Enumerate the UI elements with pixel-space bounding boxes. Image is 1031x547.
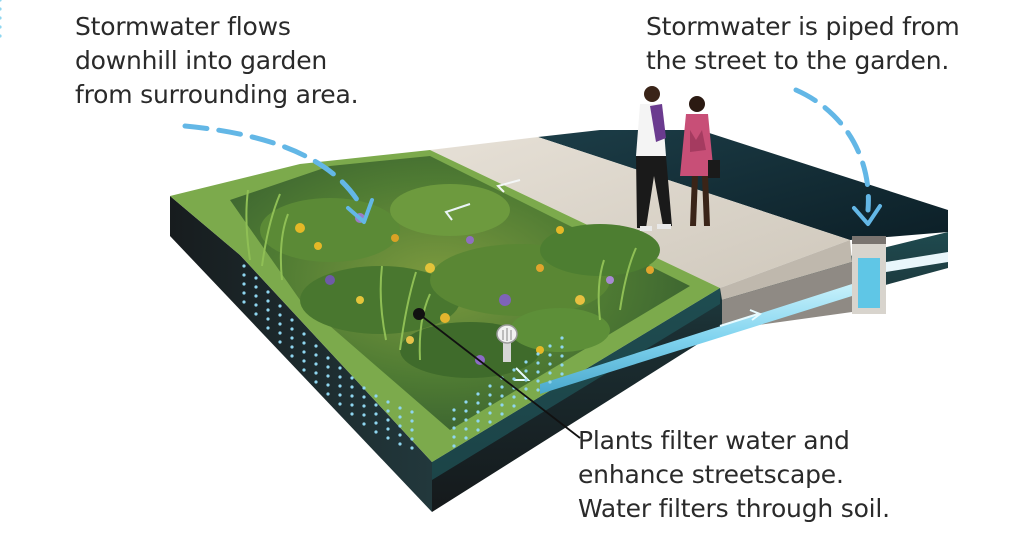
piped-flow-arrow-icon (793, 87, 871, 213)
surface-flow-arrow-icon (182, 123, 365, 211)
pipe-flow-arrow (719, 313, 759, 327)
piped-flow-caption-line: Stormwater is piped from (646, 12, 960, 41)
pedestrian-woman (680, 96, 720, 226)
filled-circle-icon (413, 308, 425, 320)
pedestrian-man (636, 86, 672, 231)
infiltration-dots (0, 0, 564, 450)
pipe-outlet-arrow (514, 367, 531, 381)
curb-front (722, 262, 852, 330)
curb (720, 240, 852, 300)
soil-left-face (170, 196, 432, 512)
filter-leader-line (418, 313, 581, 439)
grass-blades (245, 189, 637, 361)
soil-teal-band (432, 288, 720, 480)
surface-flow-caption-line: from surrounding area. (75, 80, 359, 109)
overflow-drain (496, 324, 518, 362)
plant-clusters (260, 184, 660, 378)
piped-flow-arrowhead (852, 204, 882, 226)
piped-flow-caption-line: the street to the garden. (646, 46, 950, 75)
underground-pipe (540, 284, 852, 394)
filtering-caption-line: Plants filter water and (578, 426, 850, 455)
piped-flow-caption: Stormwater is piped from the street to t… (646, 10, 960, 78)
flowers (295, 213, 654, 365)
filtering-caption-line: Water filters through soil. (578, 494, 890, 523)
pipe-flow-arrowhead (749, 309, 763, 321)
street-inlet (852, 236, 948, 314)
surface-flow-caption: Stormwater flows downhill into garden fr… (75, 10, 359, 112)
walk-runoff-arrow (496, 179, 521, 193)
filtering-caption-line: enhance streetscape. (578, 460, 844, 489)
surface-flow-arrowhead (346, 198, 374, 224)
filtering-caption: Plants filter water and enhance streetsc… (578, 424, 890, 526)
surface-flow-caption-line: Stormwater flows (75, 12, 291, 41)
surface-flow-caption-line: downhill into garden (75, 46, 328, 75)
garden-inflow-arrow (444, 203, 471, 221)
